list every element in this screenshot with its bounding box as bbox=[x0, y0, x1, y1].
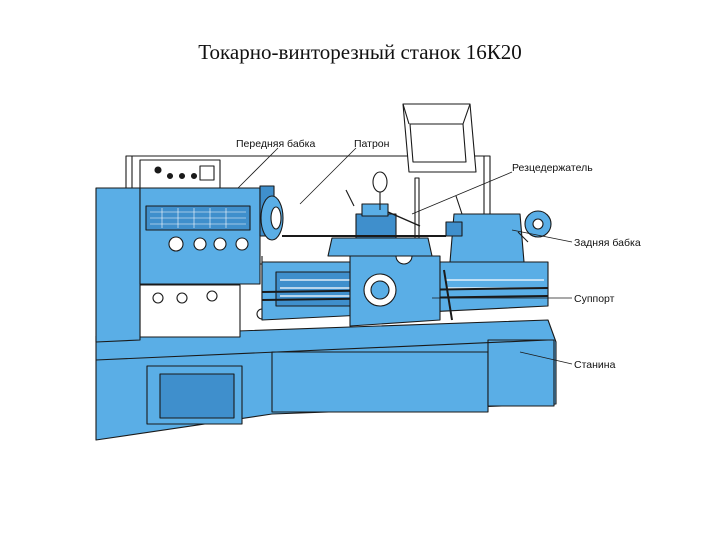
cabinet-lower-panel bbox=[140, 285, 240, 337]
bed-stand bbox=[96, 320, 556, 440]
label-bed: Станина bbox=[574, 359, 616, 371]
label-toolholder: Резцедержатель bbox=[512, 162, 593, 174]
carriage-apron bbox=[350, 248, 452, 326]
label-tailstock: Задняя бабка bbox=[574, 237, 641, 249]
lathe-illustration bbox=[96, 104, 572, 440]
label-headstock: Передняя бабка bbox=[236, 138, 316, 150]
label-chuck: Патрон bbox=[354, 138, 390, 150]
label-carriage: Суппорт bbox=[574, 293, 615, 305]
